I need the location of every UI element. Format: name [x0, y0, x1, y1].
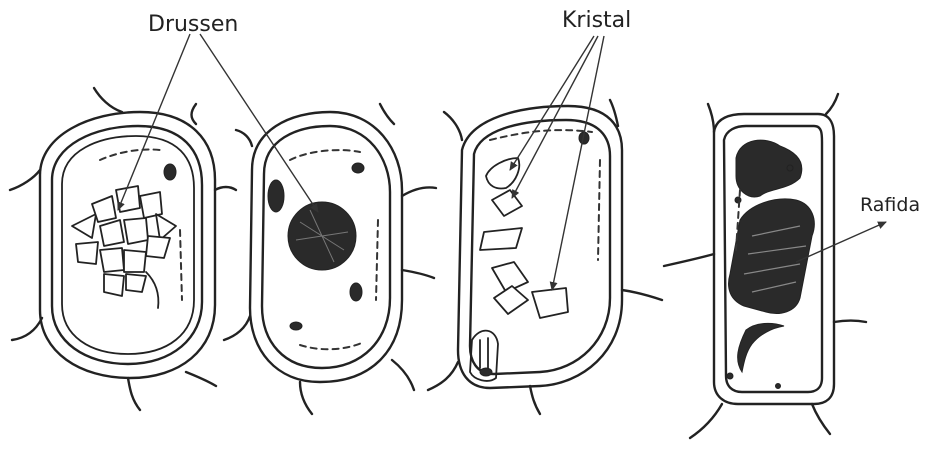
cell-4-raphide: [664, 94, 866, 438]
label-drussen: Drussen: [148, 14, 238, 36]
label-rafida: Rafida: [860, 196, 920, 215]
label-kristal: Kristal: [562, 10, 631, 32]
crystal-3: [480, 228, 522, 250]
arrow-drussen-cell-2: [200, 34, 318, 212]
cell-2-druse-dark: [224, 104, 436, 414]
crystal-2: [492, 190, 522, 216]
raphide-bundle: [729, 199, 815, 313]
crystal-5: [494, 286, 528, 314]
druse-crystal: [72, 186, 176, 308]
crystal-6: [532, 288, 568, 318]
arrow-kristal-1: [510, 36, 594, 170]
arrow-drussen-cell-1: [118, 34, 190, 210]
arrow-kristal-2: [512, 36, 598, 198]
cell-3-crystals: [428, 100, 662, 414]
cell-1-druse: [10, 88, 236, 410]
raphide-needle: [738, 323, 784, 372]
